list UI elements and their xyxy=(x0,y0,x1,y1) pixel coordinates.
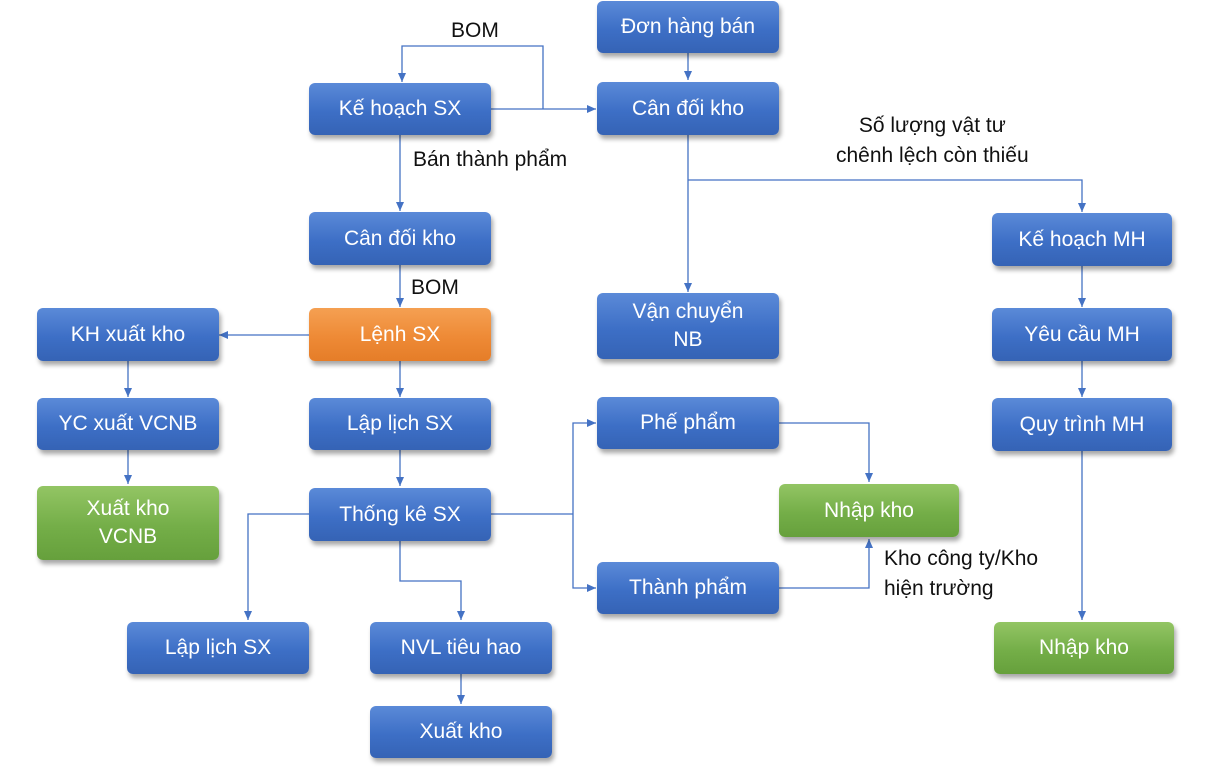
node-label: NVL tiêu hao xyxy=(400,636,522,659)
connector-bom-loop xyxy=(398,45,544,109)
node-label: Kế hoạch SX xyxy=(338,97,462,120)
node-nhap-kho-right[interactable]: Nhập kho xyxy=(994,622,1174,674)
node-label: Kế hoạch MH xyxy=(1018,227,1146,251)
node-label: Xuất kho VCNB xyxy=(86,497,170,548)
node-label: YC xuất VCNB xyxy=(58,412,198,435)
node-ke-hoach-mh[interactable]: Kế hoạch MH xyxy=(992,213,1172,266)
node-label: Lập lịch SX xyxy=(164,636,272,659)
node-kh-xuat-kho[interactable]: KH xuất kho xyxy=(37,308,219,361)
node-quy-trinh-mh[interactable]: Quy trình MH xyxy=(992,398,1172,451)
node-label: Cân đối kho xyxy=(631,96,745,120)
node-label: Nhập kho xyxy=(1039,636,1129,659)
connector-thanhpham-to-nhapkho xyxy=(779,539,873,589)
node-don-hang-ban[interactable]: Đơn hàng bán xyxy=(597,1,779,53)
node-label: Cân đối kho xyxy=(343,226,457,250)
node-nhap-kho-center[interactable]: Nhập kho xyxy=(779,484,959,537)
node-label: Vận chuyển NB xyxy=(632,300,744,351)
node-label: Nhập kho xyxy=(824,498,914,522)
node-lap-lich-sx-bottom[interactable]: Lập lịch SX xyxy=(127,622,309,674)
node-xuat-kho[interactable]: Xuất kho xyxy=(370,706,552,758)
node-label: Quy trình MH xyxy=(1019,412,1145,436)
label-kho-cong-ty: Kho công ty/Kho hiện trường xyxy=(884,547,1039,600)
label-bom-top: BOM xyxy=(451,19,499,42)
node-van-chuyen-nb[interactable]: Vận chuyển NB xyxy=(597,293,779,359)
connector-thongke-to-nvl xyxy=(399,541,465,620)
node-label: Đơn hàng bán xyxy=(620,15,756,38)
node-yeu-cau-mh[interactable]: Yêu cầu MH xyxy=(992,308,1172,361)
node-xuat-kho-vcnb[interactable]: Xuất kho VCNB xyxy=(37,486,219,560)
node-label: KH xuất kho xyxy=(70,322,186,346)
connector-branch-to-phepham xyxy=(572,419,596,514)
node-label: Phế phẩm xyxy=(640,411,736,434)
connector-thongke-to-laplich-bottom xyxy=(244,513,309,620)
node-phe-pham[interactable]: Phế phẩm xyxy=(597,397,779,449)
node-label: Thành phẩm xyxy=(629,576,747,599)
node-label: Lệnh SX xyxy=(359,322,441,346)
node-thanh-pham[interactable]: Thành phẩm xyxy=(597,562,779,614)
node-can-doi-kho-top[interactable]: Cân đối kho xyxy=(597,82,779,135)
connector-branch-to-thanhpham xyxy=(572,514,596,592)
label-so-luong-vat-tu: Số lượng vật tư chênh lệch còn thiếu xyxy=(836,114,1029,167)
node-lenh-sx[interactable]: Lệnh SX xyxy=(309,308,491,361)
node-thong-ke-sx[interactable]: Thống kê SX xyxy=(309,488,491,541)
node-label: Lập lịch SX xyxy=(346,412,454,435)
node-nvl-tieu-hao[interactable]: NVL tiêu hao xyxy=(370,622,552,674)
label-ban-thanh-pham: Bán thành phẩm xyxy=(413,148,568,171)
label-bom-mid: BOM xyxy=(411,276,459,299)
node-label: Yêu cầu MH xyxy=(1024,322,1140,346)
node-ke-hoach-sx[interactable]: Kế hoạch SX xyxy=(309,83,491,135)
connector-candoikho-to-khmh xyxy=(688,179,1086,212)
connector-phepham-to-nhapkho xyxy=(779,422,873,482)
node-lap-lich-sx-center[interactable]: Lập lịch SX xyxy=(309,398,491,450)
node-yc-xuat-vcnb[interactable]: YC xuất VCNB xyxy=(37,398,219,450)
node-label: Xuất kho xyxy=(419,720,503,743)
node-can-doi-kho-left[interactable]: Cân đối kho xyxy=(309,212,491,265)
node-label: Thống kê SX xyxy=(339,502,461,526)
